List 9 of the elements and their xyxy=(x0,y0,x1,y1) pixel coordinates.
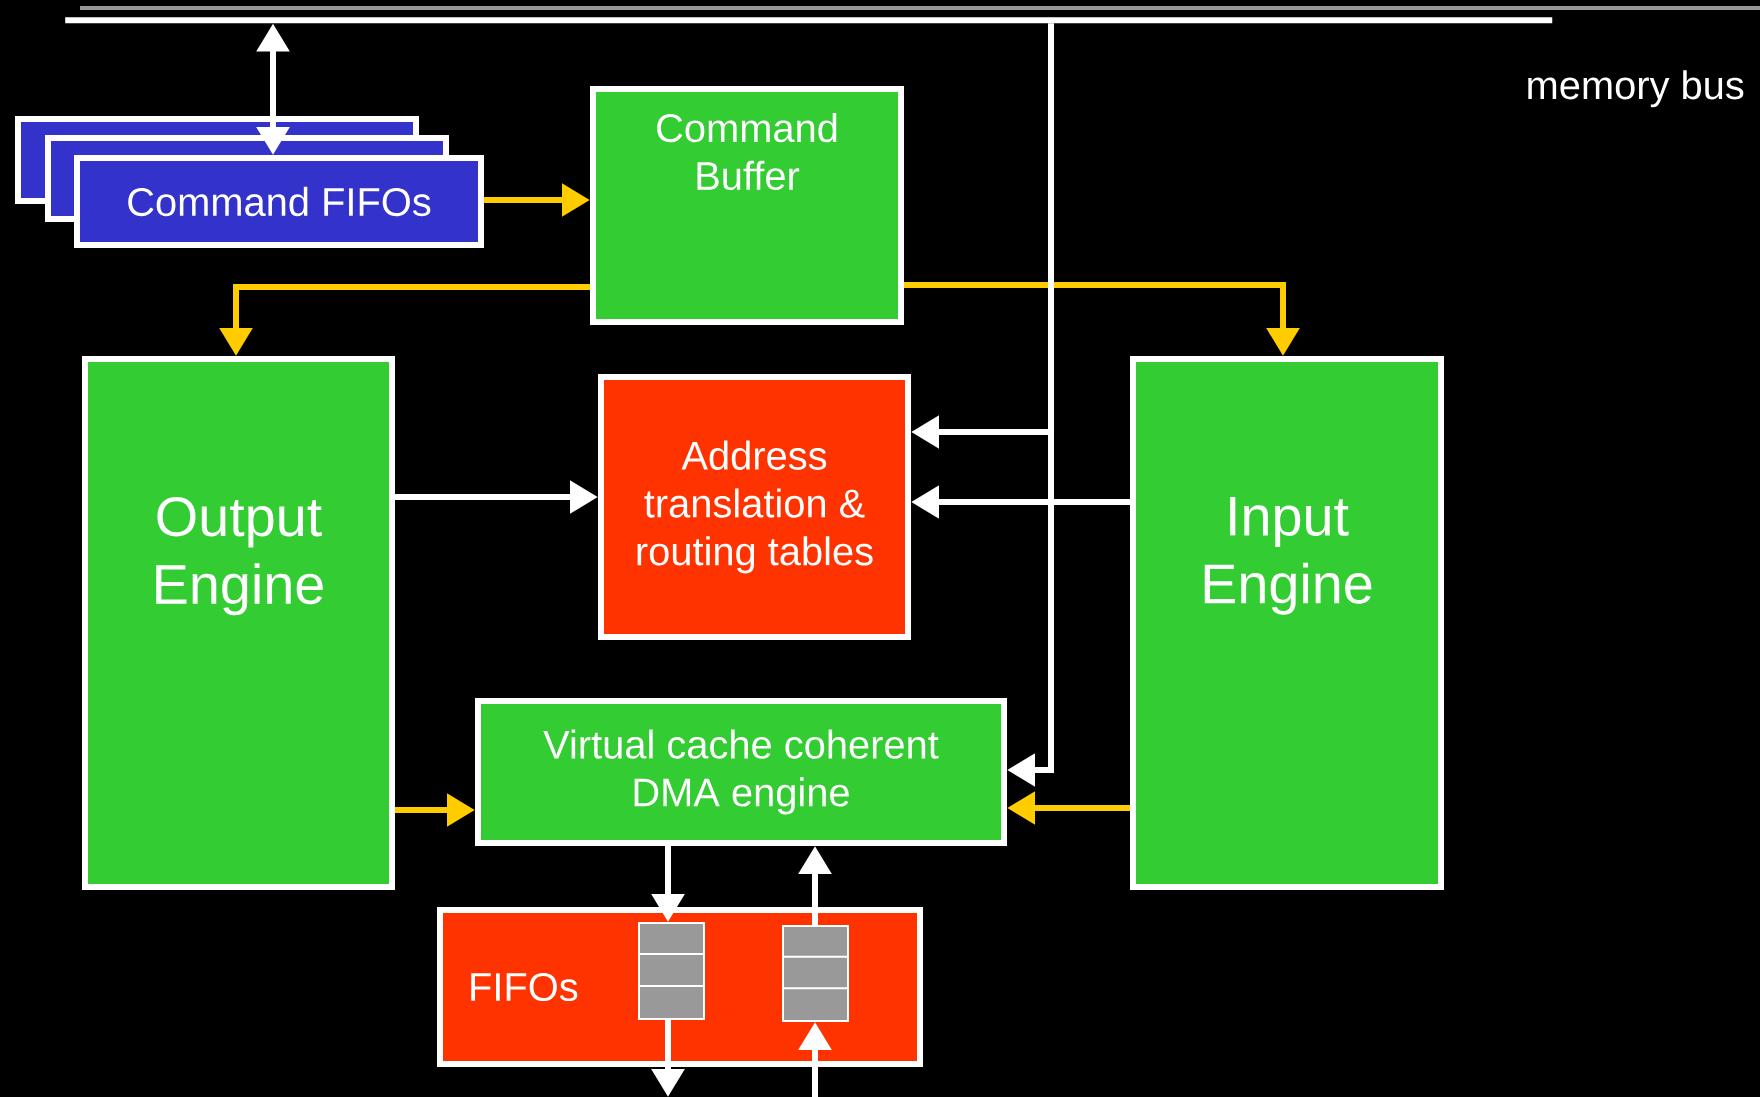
table-box: Address translation & routing tables xyxy=(598,374,911,640)
bus-label: memory bus xyxy=(1528,70,1744,108)
process-box: Input Engine xyxy=(1130,356,1444,890)
process-box: Virtual cache coherent DMA engine xyxy=(475,698,1007,846)
queue-box xyxy=(781,925,849,1022)
fifo-stack-drawing: Command FIFOs xyxy=(15,116,484,248)
process-box: Output Engine xyxy=(82,356,395,890)
queue-box xyxy=(637,922,705,1020)
process-box: Command Buffer xyxy=(590,86,904,325)
